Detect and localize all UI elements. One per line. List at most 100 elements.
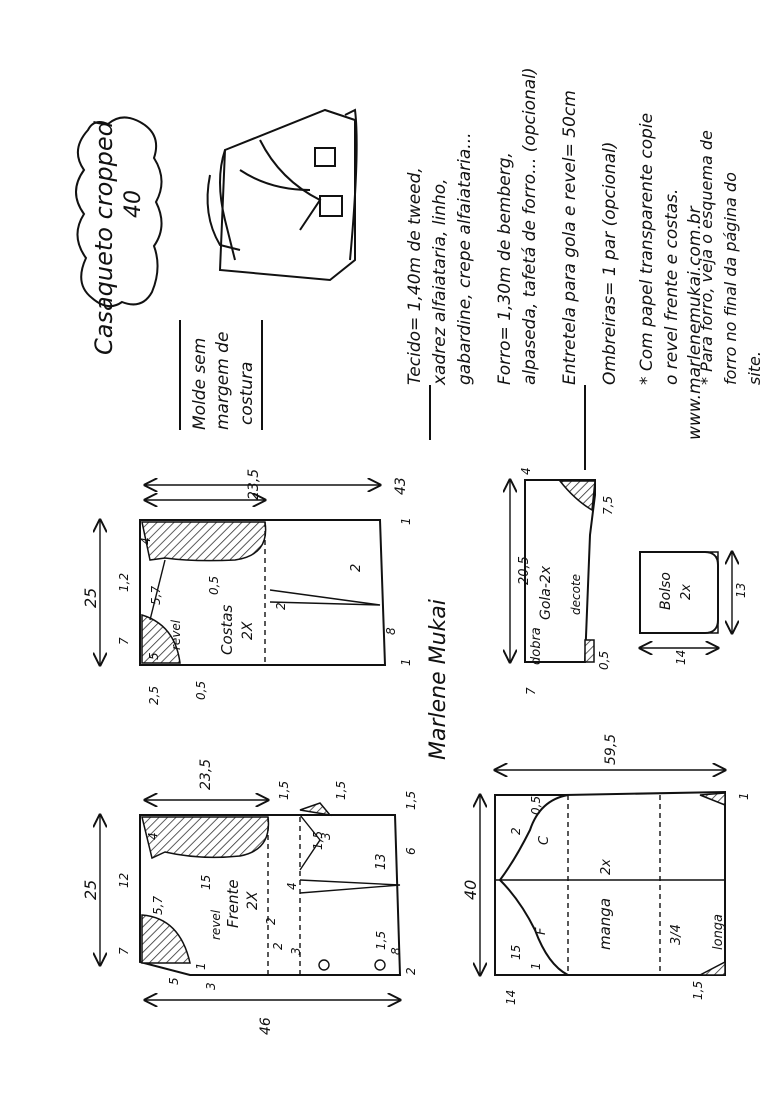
frente-dim-15: 3: [289, 947, 303, 955]
costas-count: 2X: [240, 621, 256, 640]
frente-dim-22: 6: [404, 847, 418, 855]
frente-dim-9: 3: [319, 832, 333, 840]
manga-three-quarter: 3/4: [669, 924, 684, 945]
material-line-1: Tecido= 1,40m de tweed,: [405, 167, 425, 385]
costas-width-top: 23,5: [246, 469, 262, 500]
molde-note-line-3: costura: [237, 362, 257, 425]
manga-front-mark: F: [534, 927, 549, 935]
costas-dim-7: 0,5: [207, 576, 221, 595]
pattern-title: Casaqueto cropped: [90, 120, 118, 355]
costas-dim-10: 2: [349, 564, 364, 572]
bolso-height: 14: [674, 650, 688, 665]
manga-dim-1: 15: [509, 945, 523, 960]
frente-piece: 23,5 46 25 Frente 2X revel 7 12 5,7 5 1 …: [81, 759, 418, 1035]
manga-dim-2: 1: [529, 962, 543, 970]
costas-dim-3: 5,7: [149, 586, 163, 605]
frente-dim-3: 5,7: [151, 896, 165, 915]
manga-length: 59,5: [603, 734, 619, 765]
bolso-width: 13: [734, 583, 748, 598]
material-line-10: * Para forro, veja o esquema de: [697, 130, 716, 385]
bolso-piece: Bolso 2x 13 14: [640, 552, 748, 665]
frente-dim-5: 1: [194, 962, 208, 970]
costas-dim-9: 2: [274, 602, 288, 610]
bolso-count: 2x: [679, 584, 694, 600]
manga-width: 40: [461, 880, 480, 900]
molde-note-line-1: Molde sem: [190, 338, 210, 430]
frente-height: 25: [81, 880, 100, 900]
frente-dim-13: 13: [374, 853, 389, 870]
frente-dim-12: 1,5: [334, 781, 348, 800]
frente-dim-10: 2: [271, 942, 285, 950]
manga-dim-5: 14: [504, 990, 518, 1005]
frente-width-top: 23,5: [198, 759, 214, 790]
gola-dim-4: 0,5: [597, 651, 611, 670]
manga-dim-3: 2: [509, 827, 523, 835]
frente-dim-7: 15: [199, 875, 213, 890]
material-line-9: o revel frente e costas.: [662, 189, 682, 385]
frente-dim-19: 1,5: [374, 931, 388, 950]
costas-depth: 43: [393, 477, 409, 495]
costas-label: Costas: [218, 604, 236, 655]
costas-dim-8: 0,5: [194, 681, 208, 700]
costas-dim-6: 2,5: [147, 686, 161, 705]
frente-dim-17: 8: [389, 947, 403, 955]
costas-height: 25: [81, 588, 100, 608]
molde-note-line-2: margem de: [213, 332, 233, 430]
costas-dim-13: 1: [399, 658, 413, 666]
frente-revel: revel: [209, 909, 223, 940]
gola-dim-2: 7,5: [601, 496, 615, 515]
costas-dim-11: 8: [384, 627, 398, 635]
frente-count: 2X: [245, 891, 261, 910]
costas-dim-1: 4: [139, 537, 153, 545]
frente-dim-14: 1,5: [311, 831, 325, 850]
manga-count: 2x: [599, 859, 614, 875]
manga-piece: F C manga 2x 3/4 longa 40 59,5 15 1 2 0,…: [461, 734, 751, 1005]
costas-revel: revel: [169, 619, 183, 650]
material-line-8: * Com papel transparente copie: [637, 113, 657, 385]
frente-label: Frente: [224, 879, 242, 928]
bolso-label: Bolso: [658, 572, 674, 610]
gola-length: 20,5: [517, 556, 532, 585]
material-line-11: forro no final da página do: [721, 172, 740, 385]
gola-dim-3: 7: [524, 687, 538, 695]
manga-dim-7: 1: [737, 792, 751, 800]
website-url: www.marlenemukai.com.br: [685, 205, 705, 440]
material-line-5: alpaseda, tafetá de forro... (opcional): [520, 67, 540, 385]
frente-dim-4: 5: [167, 977, 181, 985]
manga-dim-4: 0,5: [529, 796, 543, 815]
material-line-2: xadrez alfaiataria, linho,: [430, 178, 450, 386]
costas-dim-12: 1: [399, 517, 413, 525]
frente-dim-1: 7: [117, 947, 131, 955]
frente-dim-21: 1,5: [404, 791, 418, 810]
frente-dim-16: 2: [264, 917, 278, 925]
gola-dim-1: 4: [519, 467, 533, 475]
molde-note: Molde sem margem de costura: [179, 320, 263, 430]
frente-dim-20: 2: [404, 967, 418, 975]
jacket-sketch-icon: [206, 108, 358, 282]
frente-depth: 46: [258, 1017, 274, 1035]
manga-dim-6: 1,5: [691, 981, 705, 1000]
material-line-12: site.: [745, 351, 764, 385]
material-line-4: Forro= 1,30m de bemberg,: [495, 152, 515, 385]
costas-dim-2: 1,2: [117, 573, 131, 592]
material-line-6: Entretela para gola e revel= 50cm: [560, 90, 580, 385]
gola-dobra: dobra: [529, 627, 544, 665]
manga-label: manga: [596, 898, 614, 950]
pattern-size: 40: [121, 190, 146, 218]
gola-label: Gola-2x: [538, 565, 554, 620]
gola-piece: 20,5 Gola-2x decote dobra 4 7,5 7 0,5: [510, 467, 615, 695]
frente-dim-11: 4: [285, 882, 299, 890]
frente-dim-6: 4: [146, 832, 160, 840]
frente-dim-18: 3: [204, 982, 218, 990]
gola-decote: decote: [569, 574, 583, 615]
manga-back-mark: C: [537, 835, 552, 845]
costas-dim-5: 5: [147, 652, 161, 660]
title-cloud: Casaqueto cropped 40: [75, 116, 163, 355]
frente-dim-2: 12: [117, 873, 131, 888]
designer-signature: Marlene Mukai: [426, 599, 451, 760]
materials-list: Tecido= 1,40m de tweed, xadrez alfaiatar…: [405, 67, 764, 470]
material-line-7: Ombreiras= 1 par (opcional): [600, 142, 620, 385]
costas-piece: 23,5 43 25 Costas 2X revel 4 1,2 5,7 7 5…: [81, 469, 413, 705]
material-line-3: gabardine, crepe alfaiataria...: [455, 132, 475, 385]
